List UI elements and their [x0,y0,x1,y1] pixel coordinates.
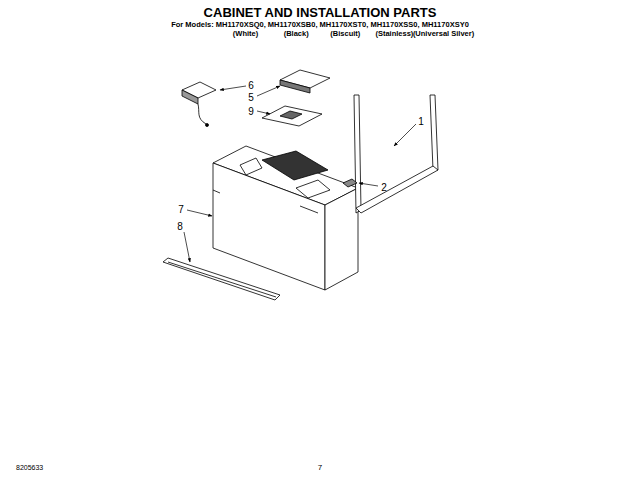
cabinet-window [262,151,328,180]
color-name: (Stainless) [375,30,413,38]
bracket [343,179,357,187]
damper-wire [198,104,206,124]
title: CABINET AND INSTALLATION PARTS [204,6,437,20]
filter-plate [262,106,322,126]
callout-number: 7 [178,204,184,215]
cabinet-detail [300,206,318,213]
bottom-trim [163,258,280,300]
mounting-plate-rail [356,166,438,213]
cabinet-cutout [240,158,262,175]
callout-number: 8 [177,221,183,232]
leader-line [257,86,280,96]
cabinet-side [325,188,358,290]
leader-line [394,124,416,146]
callout-number: 9 [248,106,254,117]
filter-plate-detail [280,111,302,119]
page-number: 7 [318,464,322,473]
leader-line [359,183,378,186]
vent-bar-face [280,80,310,93]
cabinet-detail [213,190,220,193]
leader-line [184,232,190,262]
leader-line [187,210,212,216]
mounting-plate-rail [430,95,438,170]
model-list: For Models: MH1170XSQ0, MH1170XSB0, MH11… [171,21,469,29]
callout-number: 1 [418,116,424,127]
bottom-trim-edge [168,262,276,297]
callout-number: 2 [381,182,387,193]
document-number: 8205633 [16,464,43,472]
callout-number: 6 [248,80,254,91]
color-name: (Biscuit) [330,30,360,38]
leader-line [257,111,270,114]
callout-number: 5 [248,92,254,103]
cabinet-cutout [296,180,330,198]
mounting-plate-rail [354,95,361,213]
cabinet-front [213,163,325,290]
color-name: (Universal Silver) [413,30,474,38]
color-name: (Black) [284,30,309,38]
color-name: (White) [233,30,258,38]
leader-line [220,86,246,90]
damper-face [182,90,198,104]
wire-end [206,124,209,127]
